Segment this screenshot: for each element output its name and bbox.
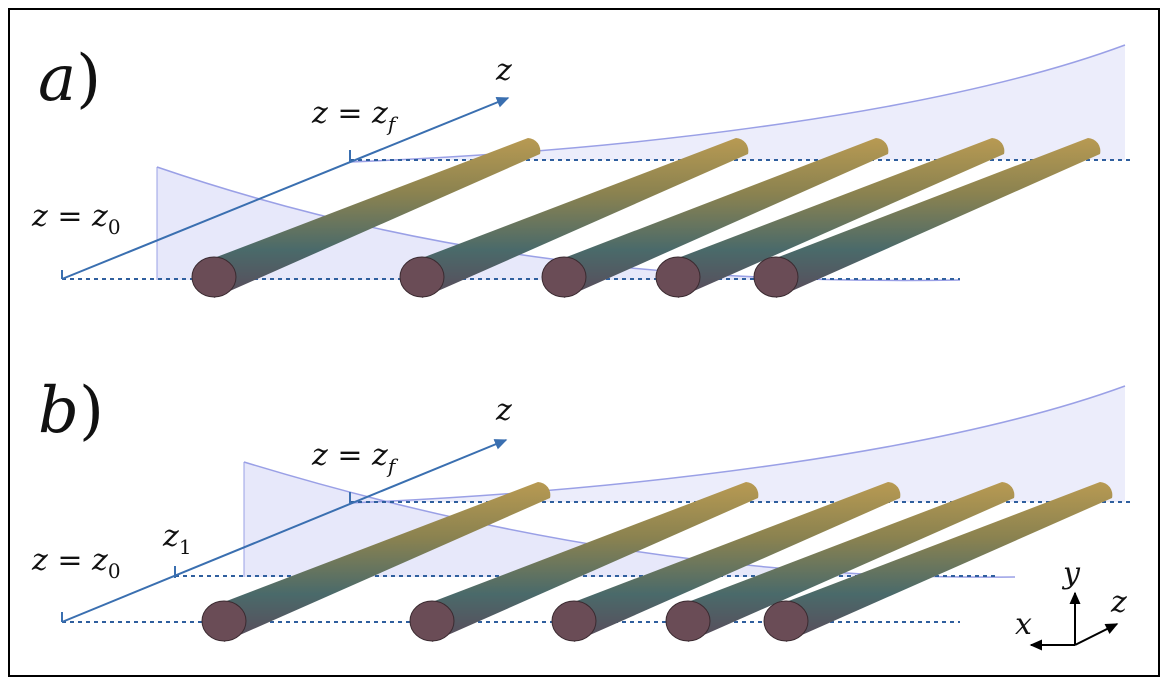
axis-label-a: z	[495, 53, 512, 88]
rods-a	[191, 138, 1101, 298]
rod	[753, 138, 1101, 298]
zf-label-a: z = zf	[311, 96, 399, 136]
envelope-a	[157, 167, 960, 281]
envelope-b-far	[350, 386, 1125, 503]
envelope-a-edge	[156, 166, 961, 282]
z0-label-a: z = z0	[31, 199, 121, 239]
z-axis-a	[61, 97, 510, 280]
figure-frame	[8, 8, 1160, 677]
z-axis-b	[61, 439, 508, 623]
rod	[551, 482, 901, 642]
envelope-b-far-edge	[349, 385, 1126, 504]
z1-label-b: z1	[162, 519, 192, 559]
envelope-a-far	[350, 45, 1125, 162]
rod	[191, 138, 541, 298]
envelope-a-far-edge	[349, 44, 1126, 163]
rod	[409, 482, 759, 642]
envelope-b	[244, 462, 1015, 578]
panel-label-b: b)	[38, 374, 104, 448]
triad-x-label: x	[1015, 607, 1032, 642]
rod	[541, 138, 889, 298]
triad-z-arrow	[1074, 623, 1119, 646]
z0-label-b: z = z0	[31, 543, 121, 583]
panel-label-a: a)	[38, 42, 101, 116]
axis-triad: y x z	[1015, 556, 1127, 651]
rod	[763, 482, 1113, 642]
rods-b	[201, 482, 1113, 642]
rod	[201, 482, 551, 642]
panel-a: a) z z = zf z = z0	[31, 42, 1132, 298]
triad-y-label: y	[1061, 556, 1081, 591]
rod	[665, 482, 1015, 642]
rod	[399, 138, 749, 298]
panel-b: b) z z = zf z = z0 z1	[31, 374, 1132, 642]
zf-label-b: z = zf	[311, 438, 399, 478]
rod	[655, 138, 1005, 298]
triad-z-label: z	[1110, 585, 1127, 620]
axis-label-b: z	[495, 393, 512, 428]
